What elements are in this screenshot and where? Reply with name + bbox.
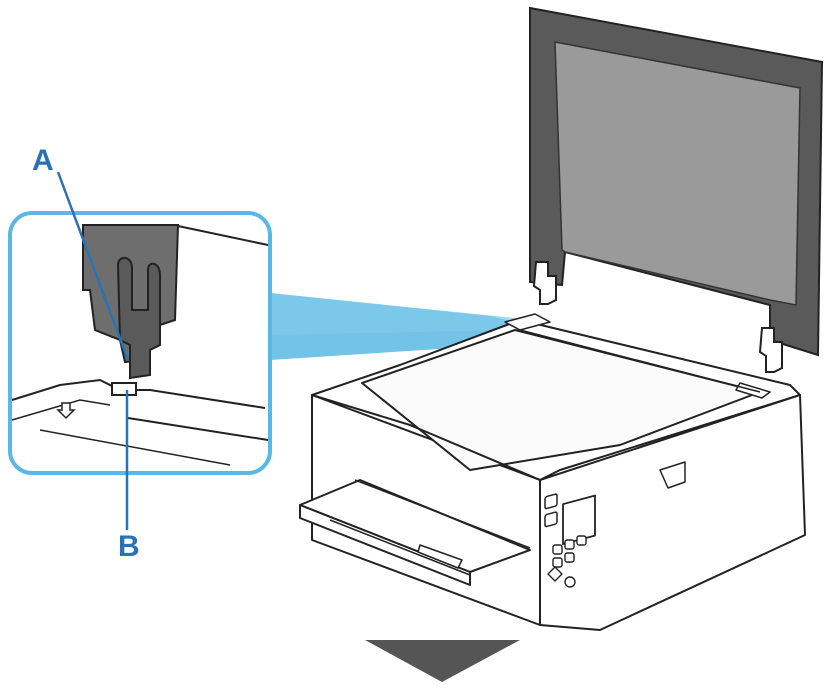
scanner-glass xyxy=(361,329,761,471)
printer xyxy=(299,313,806,631)
inset-slot xyxy=(111,382,137,396)
document-cover xyxy=(529,6,824,357)
hinge-icon xyxy=(532,261,783,373)
printer-side xyxy=(539,394,806,631)
hinge-left xyxy=(532,261,557,305)
callout-label-a: A xyxy=(32,144,54,177)
zoom-inset xyxy=(8,211,272,475)
down-arrow-icon xyxy=(365,640,520,682)
inset-hinge xyxy=(116,256,161,380)
leader-line-a xyxy=(56,171,130,361)
callout-label-b: B xyxy=(118,530,140,563)
inset-arrow-mark xyxy=(56,402,76,420)
cover-pad xyxy=(554,41,801,306)
hinge-right xyxy=(758,327,783,373)
